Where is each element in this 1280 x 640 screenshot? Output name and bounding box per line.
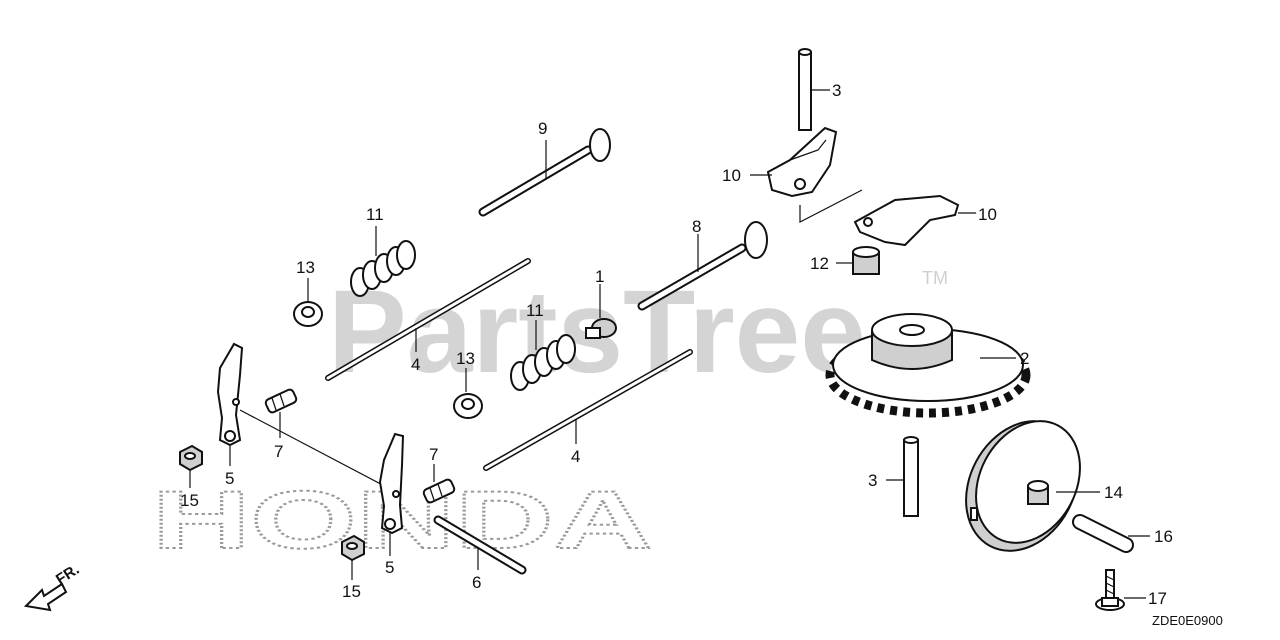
part-7-adjuster-left: [264, 388, 298, 414]
callout-4-lower: 4: [571, 447, 580, 466]
callout-2: 2: [1020, 349, 1029, 368]
callout-3-upper: 3: [832, 81, 841, 100]
callout-3-lower: 3: [868, 471, 877, 490]
part-12-collar: [852, 246, 880, 275]
callout-7-right: 7: [429, 445, 438, 464]
callout-12: 12: [810, 254, 829, 273]
callout-5-right: 5: [385, 558, 394, 577]
callout-13-lower: 13: [456, 349, 475, 368]
part-9-valve: [478, 128, 611, 217]
part-5-lever-right: [378, 432, 405, 535]
callout-1: 1: [595, 267, 604, 286]
leader-lines: [239, 189, 863, 491]
part-1-seal: [585, 318, 617, 339]
callout-17: 17: [1148, 589, 1167, 608]
callout-labels: 3 9 10 10 11 13 8 12 1 11 4 2 13 7 4 7 5…: [180, 81, 1173, 608]
part-11-spring-lower: [510, 334, 576, 391]
callout-13-upper: 13: [296, 258, 315, 277]
callout-leaders: [189, 89, 1150, 599]
part-15-nut-right: [341, 534, 365, 562]
part-17-bolt: [1095, 569, 1125, 611]
callout-9: 9: [538, 119, 547, 138]
front-arrow-icon: [23, 582, 68, 612]
front-indicator-label: FR.: [53, 561, 83, 588]
part-7-adjuster-right: [422, 478, 456, 504]
callout-4-upper: 4: [411, 355, 420, 374]
part-3-lower-pin: [903, 436, 919, 517]
part-6-shaft: [433, 515, 527, 575]
part-2-camshaft-gear: [825, 313, 1031, 418]
part-4-pushrod-upper: [325, 258, 531, 381]
callout-15-left: 15: [180, 491, 199, 510]
part-10-rocker-arm-right: [853, 194, 960, 247]
callout-8: 8: [692, 217, 701, 236]
callout-5-left: 5: [225, 469, 234, 488]
callout-16: 16: [1154, 527, 1173, 546]
callout-10-right: 10: [978, 205, 997, 224]
part-13-retainer-upper: [293, 301, 323, 327]
callout-11-upper: 11: [366, 205, 384, 224]
part-13-retainer-lower: [453, 393, 483, 419]
part-11-spring-upper: [350, 240, 416, 297]
part-15-nut-left: [179, 444, 203, 472]
part-8-valve: [637, 221, 768, 311]
part-4-pushrod-lower: [483, 349, 693, 471]
part-5-lever-left: [216, 342, 244, 447]
diagram-code: ZDE0E0900: [1152, 613, 1223, 628]
callout-7-left: 7: [274, 442, 283, 461]
part-16-shaft: [1072, 514, 1134, 553]
callout-6: 6: [472, 573, 481, 592]
part-10-rocker-arm-left: [766, 126, 838, 198]
callout-10-left: 10: [722, 166, 741, 185]
part-14-governor-disc: [965, 420, 1081, 552]
callout-14: 14: [1104, 483, 1123, 502]
trademark-mark: TM: [922, 268, 948, 288]
front-indicator: FR.: [23, 561, 83, 612]
callout-15-right: 15: [342, 582, 361, 601]
part-3-upper-pin: [798, 48, 812, 131]
callout-11-lower: 11: [526, 301, 544, 320]
